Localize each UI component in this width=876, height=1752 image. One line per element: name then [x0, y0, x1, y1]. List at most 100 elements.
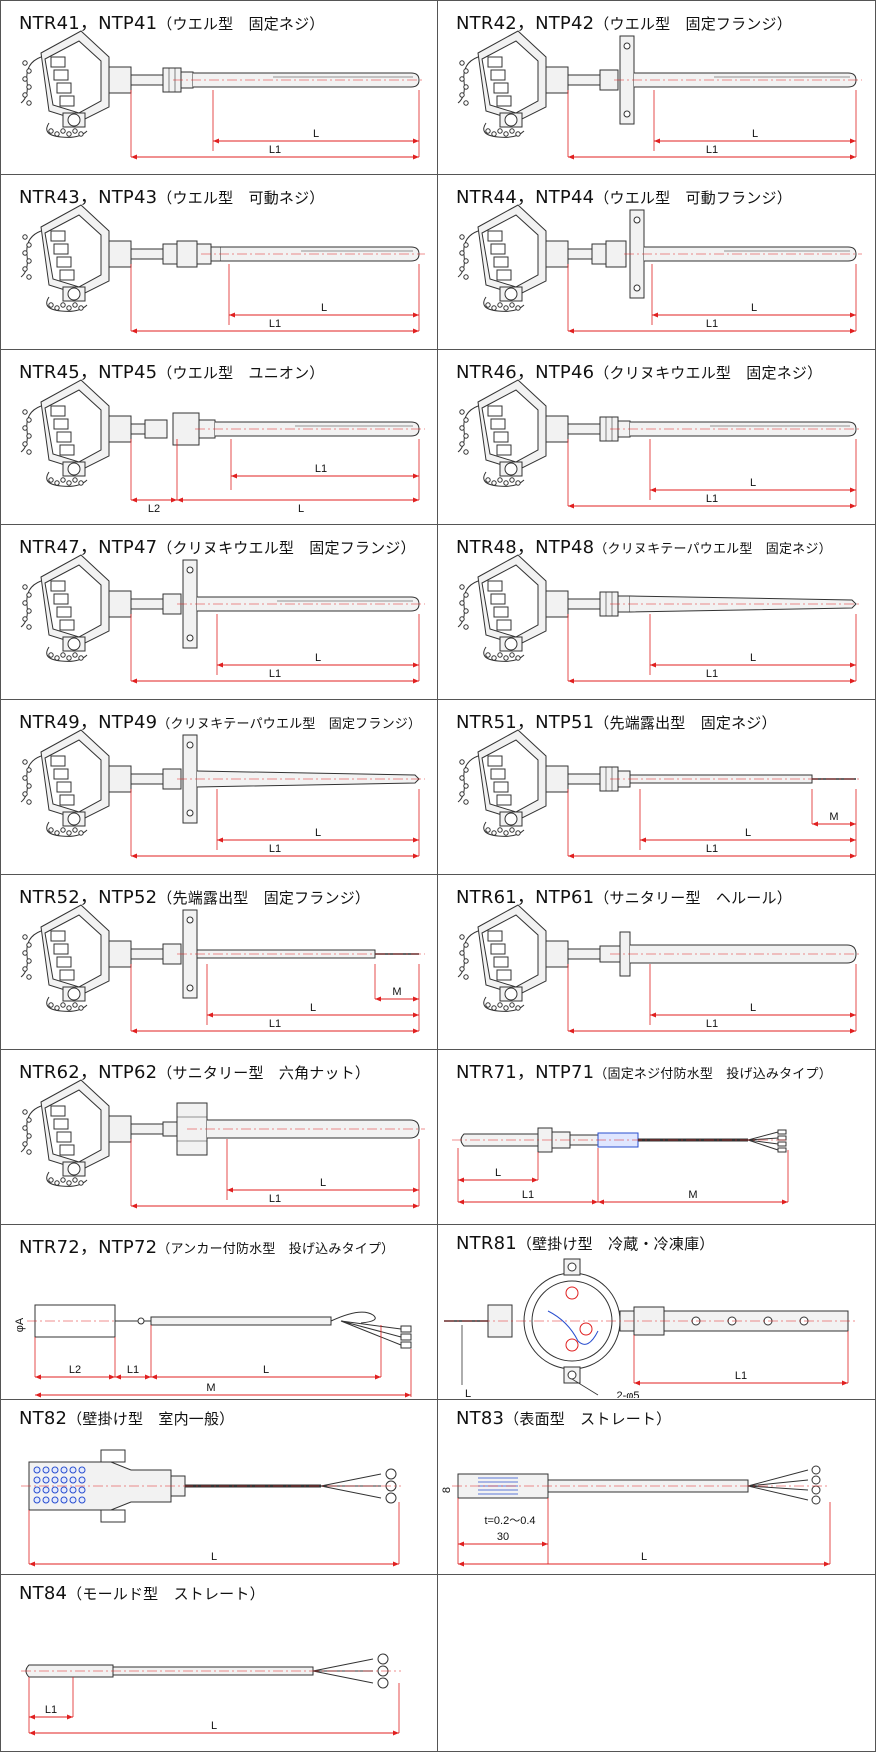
lead-terminal — [777, 1135, 787, 1141]
product-code: NTR52，NTP52 — [19, 887, 158, 908]
chain-link — [22, 266, 28, 272]
bolt-hole — [623, 42, 631, 50]
extension-pipe — [130, 598, 164, 610]
chain-link — [491, 305, 497, 311]
chain-link — [485, 652, 491, 658]
mount-ear — [100, 1509, 126, 1523]
product-code: NT83 — [456, 1408, 505, 1429]
terminal-block — [59, 1144, 75, 1156]
dimension-label: L — [745, 827, 751, 839]
terminal-block — [493, 431, 509, 443]
product-description: （クリヌキテーパウエル型 固定ネジ） — [594, 542, 832, 557]
arrow-head — [29, 1561, 35, 1567]
dimension-label: L1 — [269, 318, 281, 330]
dimension-label: M — [829, 811, 838, 823]
product-description: （壁掛け型 室内一般） — [67, 1410, 235, 1428]
chain-link — [463, 974, 469, 980]
chain-link — [66, 131, 72, 137]
arrow-head — [29, 1730, 35, 1736]
arrow-head — [532, 1177, 538, 1183]
arrow-head — [405, 1392, 411, 1398]
dimension-label: L1 — [735, 1370, 747, 1382]
terminal-block — [53, 593, 69, 605]
arrow-head — [413, 497, 419, 503]
chain — [20, 56, 42, 104]
chain-link — [497, 477, 503, 483]
dimension-label: L — [310, 1002, 316, 1014]
vent-hole — [69, 1476, 77, 1484]
product-description: （モールド型 ストレート） — [67, 1585, 265, 1603]
chain-link — [22, 409, 28, 415]
arrow-head — [458, 1541, 464, 1547]
chain-link — [60, 827, 66, 833]
vent-hole — [78, 1476, 86, 1484]
arrow-head — [640, 837, 646, 843]
arrow-head — [850, 1012, 856, 1018]
chain-link — [459, 600, 465, 606]
chain-link — [26, 783, 32, 789]
chain-link — [66, 830, 72, 836]
arrow-head — [850, 154, 856, 160]
product-code: NTR42，NTP42 — [456, 13, 595, 34]
compression-nut — [591, 243, 607, 265]
dimension-label: L1 — [269, 1193, 281, 1205]
mount-hole — [567, 1262, 577, 1272]
chain-link — [26, 258, 32, 264]
chain-link — [459, 60, 465, 66]
chain-link — [459, 584, 465, 590]
chain-link — [463, 242, 469, 248]
chain-link — [485, 1002, 491, 1008]
chain-link — [22, 934, 28, 940]
arrow-head — [229, 312, 235, 318]
dimension-label: L2 — [148, 503, 160, 515]
gland-nut — [504, 287, 518, 301]
dimension-label: L — [751, 302, 757, 314]
head-neck — [108, 940, 132, 968]
dimension-label: L1 — [706, 843, 718, 855]
arrow-head — [413, 138, 419, 144]
arrow-head — [413, 1203, 419, 1209]
dimension-label: L1 — [522, 1189, 534, 1201]
arrow-head — [131, 154, 137, 160]
chain-link — [26, 624, 32, 630]
gland-nut — [67, 1162, 81, 1176]
vent-hole — [69, 1496, 77, 1504]
arrow-head — [413, 1012, 419, 1018]
chain — [457, 930, 479, 978]
arrow-head — [650, 487, 656, 493]
extension-pipe — [567, 948, 601, 960]
vent-hole — [42, 1486, 50, 1494]
dimension-label: L1 — [706, 144, 718, 156]
arrow-head — [650, 1012, 656, 1018]
nipple — [162, 1121, 178, 1137]
product-title: NT82（壁掛け型 室内一般） — [19, 1408, 234, 1429]
chain-link — [503, 655, 509, 661]
dimension-label: φA — [14, 1317, 26, 1332]
chain-link — [459, 966, 465, 972]
head-neck — [545, 415, 569, 443]
empty-cell — [438, 1575, 876, 1752]
chain-link — [78, 305, 84, 311]
lead-terminal — [385, 1492, 397, 1504]
arrow-head — [654, 138, 660, 144]
chain — [457, 405, 479, 453]
product-description: （サニタリー型 ヘルール） — [594, 889, 792, 907]
product-title: NTR45，NTP45（ウエル型 ユニオン） — [19, 358, 325, 384]
dimension-label: L1 — [269, 1018, 281, 1030]
cable-loop — [330, 1311, 376, 1324]
gland-nut — [504, 987, 518, 1001]
bolt-hole — [186, 634, 194, 642]
vent-hole — [51, 1466, 59, 1474]
product-drawing: LL1 — [20, 729, 425, 859]
product-title: NTR41，NTP41（ウエル型 固定ネジ） — [19, 9, 325, 35]
bolt-hole — [186, 741, 194, 749]
chain-link — [66, 480, 72, 486]
arrow-head — [145, 1374, 151, 1380]
